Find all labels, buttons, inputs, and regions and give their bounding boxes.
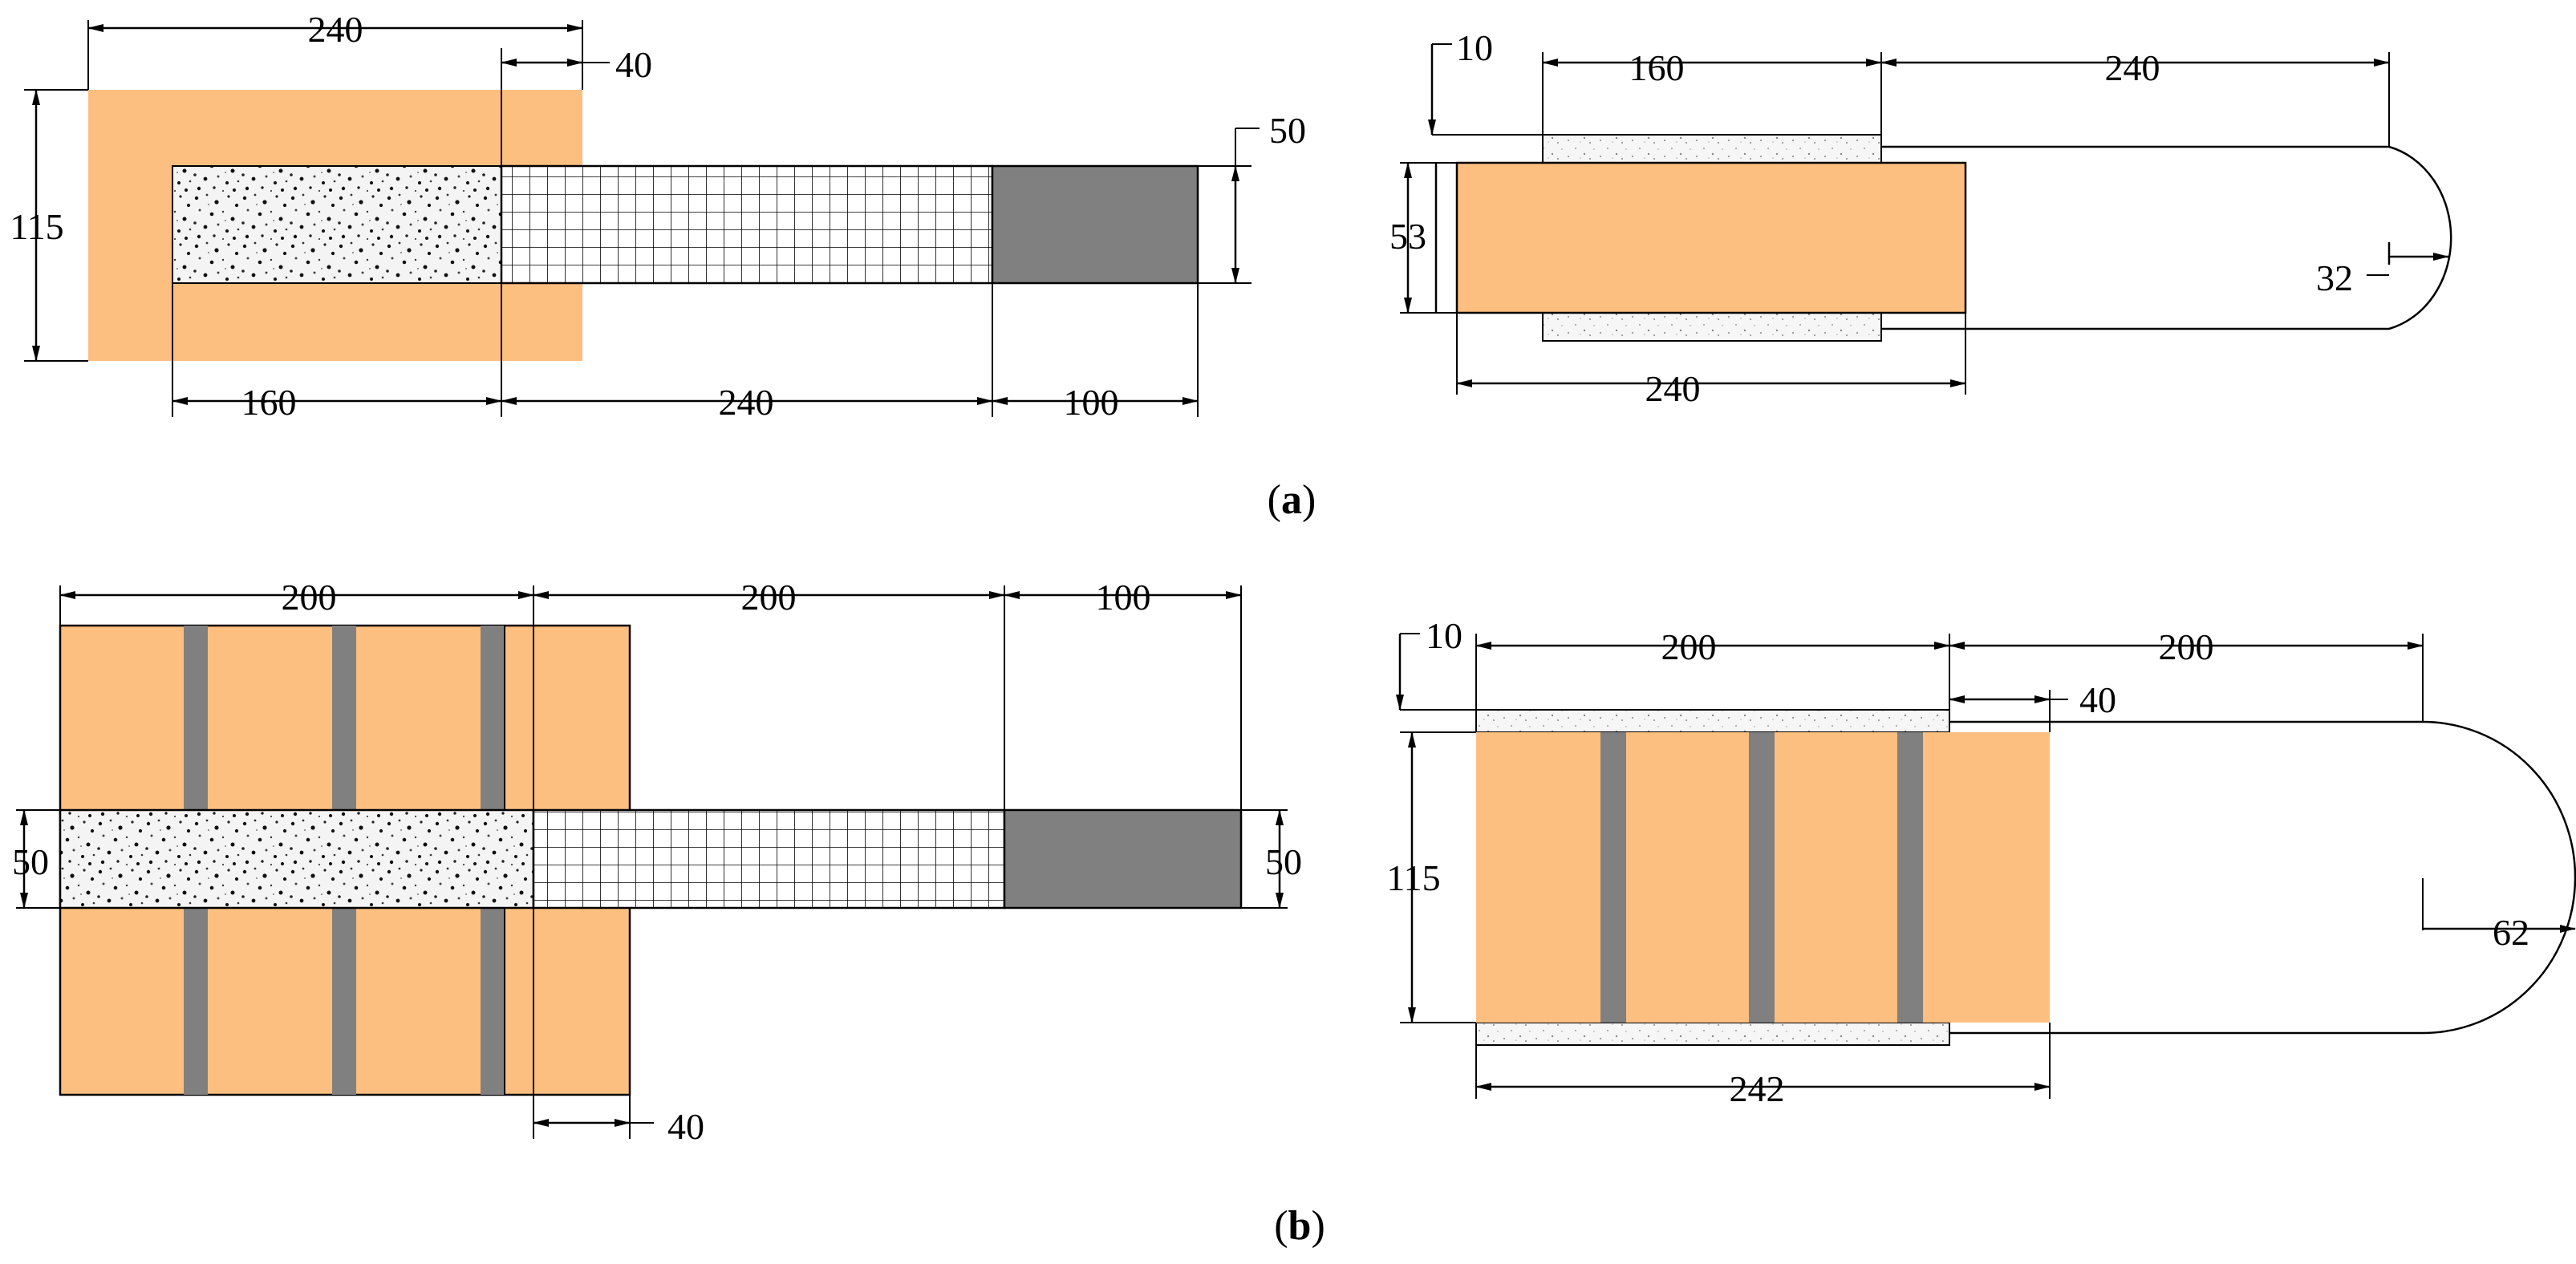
steel-stirrup-1	[1600, 732, 1626, 1023]
dim-200-brick: 200	[282, 577, 337, 618]
concrete-strip-top	[1475, 709, 1950, 733]
dim-240-bottom: 240	[1645, 368, 1701, 409]
brick-block	[1455, 161, 1967, 314]
caption-b: (b)	[1274, 1203, 1325, 1249]
concrete-core	[59, 808, 535, 910]
dim-160-top: 160	[1629, 47, 1685, 88]
extension-lines-bottom	[533, 908, 631, 1139]
dim-240-top: 240	[2105, 47, 2160, 88]
dim-100-steel: 100	[1096, 577, 1151, 618]
extension-lines-right	[1198, 165, 1251, 284]
concrete-strip-top	[1542, 134, 1882, 164]
dim-53-left: 53	[1389, 216, 1426, 257]
concrete-strip-bottom	[1542, 312, 1882, 342]
caption-a: (a)	[1268, 477, 1316, 523]
dim-115-left: 115	[1386, 857, 1440, 898]
panel-a-right: 160 240 10 53 32 240	[1389, 27, 2452, 409]
dim-240-bottom: 240	[719, 382, 774, 423]
dim-62-radius: 62	[2493, 912, 2529, 953]
extension-lines-bottom	[172, 283, 1199, 417]
dim-10-top: 10	[1426, 615, 1462, 656]
panel-b-right: 200 200 40 10 115 62 242	[1386, 615, 2576, 1109]
dim-115-left: 115	[10, 206, 63, 247]
extension-lines-top	[1475, 634, 2424, 732]
dim-40-top: 40	[615, 44, 652, 85]
dim-242-bottom: 242	[1730, 1068, 1785, 1109]
steel-bar	[991, 164, 1199, 285]
dim-160-bottom: 160	[241, 382, 297, 423]
steel-bar	[1003, 808, 1243, 910]
dim-10-top: 10	[1456, 27, 1493, 68]
steel-tail-outline	[1881, 145, 2452, 330]
steel-stirrup-2	[1749, 732, 1775, 1023]
extension-lines-top	[59, 585, 1242, 810]
dim-40-bottom: 40	[667, 1106, 704, 1147]
extension-lines-side	[16, 809, 1288, 909]
dim-200-grid: 200	[741, 577, 797, 618]
steel-tail-outline	[1949, 720, 2576, 1035]
dim-40-top: 40	[2079, 679, 2116, 720]
dim-32-radius: 32	[2316, 257, 2353, 298]
mesh-section	[532, 808, 1006, 910]
dim-200-top: 200	[1661, 626, 1717, 667]
dim-50-left: 50	[12, 841, 49, 882]
panel-a-left: 240 40 115 50 160 240 100	[10, 9, 1306, 423]
dim-200-tail: 200	[2159, 626, 2214, 667]
concrete-core	[172, 165, 502, 284]
dim-50-right: 50	[1269, 110, 1306, 151]
mesh-section	[500, 164, 994, 285]
dim-100-bottom: 100	[1064, 382, 1119, 423]
concrete-strip-bottom	[1475, 1022, 1950, 1046]
panel-b-left: 200 200 100 50 50 40	[12, 577, 1302, 1147]
dim-50-right: 50	[1265, 841, 1302, 882]
dim-240-top: 240	[308, 9, 363, 50]
steel-stirrup-3	[1897, 732, 1923, 1023]
